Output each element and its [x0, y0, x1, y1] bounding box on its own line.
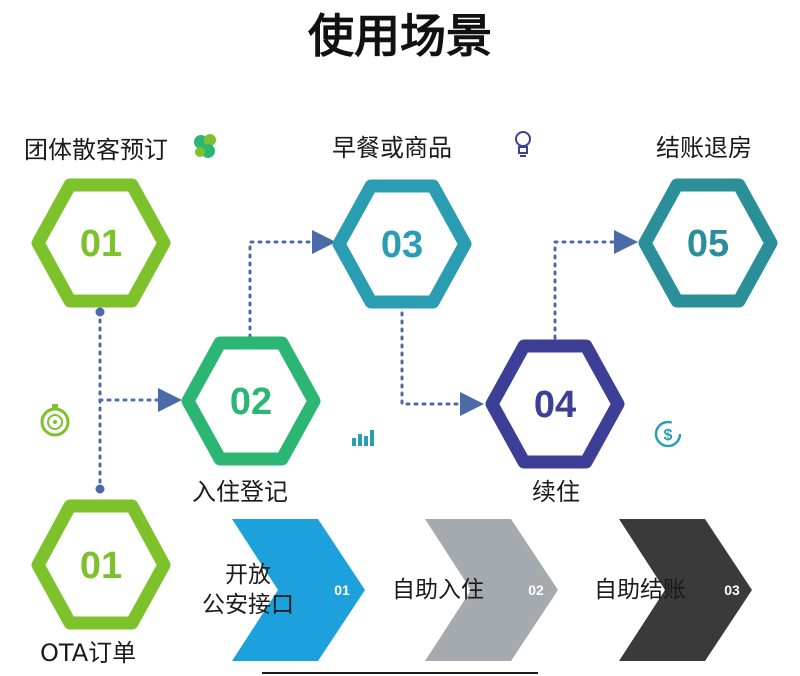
step-01-booking: 团体散客预订 01	[24, 136, 171, 308]
step-01-ota-number: 01	[80, 545, 122, 587]
step-01-ota-hexagon	[31, 499, 171, 630]
feature-03-line1: 自助结账	[594, 577, 686, 603]
step-04-extend-stay-label: 续住	[532, 478, 580, 506]
step-02-checkin-hexagon	[181, 336, 321, 466]
stopwatch-icon	[40, 404, 70, 437]
step-05-checkout-number: 05	[687, 223, 729, 265]
step-02-checkin: 02 入住登记	[181, 336, 321, 506]
step-05-checkout: 结账退房 05	[638, 134, 778, 308]
step-04-extend-stay-number: 04	[534, 384, 576, 426]
feature-01-chevron	[232, 519, 365, 661]
feature-01-tag: 01	[334, 582, 350, 598]
page-title: 使用场景	[308, 9, 492, 63]
step-02-checkin-label: 入住登记	[192, 478, 288, 506]
feature-02-line1: 自助入住	[392, 577, 484, 603]
step-01-booking-hexagon	[31, 178, 171, 308]
step-01-ota-label: OTA订单	[40, 639, 136, 667]
step-01-booking-label: 团体散客预订	[24, 136, 168, 164]
feature-03-tag: 03	[724, 582, 740, 598]
step-05-checkout-hexagon	[638, 178, 778, 308]
feature-self-checkin: 自助入住 02	[392, 519, 558, 661]
feature-02-chevron	[425, 519, 558, 661]
connector-02-to-03	[248, 230, 336, 339]
svg-text:$: $	[664, 427, 673, 444]
feature-police-interface: 开放 公安接口 01	[202, 519, 365, 661]
dollar-refresh-icon: $	[654, 420, 682, 448]
connector-04-to-05	[553, 230, 638, 340]
step-05-checkout-label: 结账退房	[656, 134, 752, 162]
connectors	[98, 230, 638, 490]
feature-01-line2: 公安接口	[202, 592, 294, 618]
step-03-breakfast-number: 03	[381, 224, 423, 266]
connector-03-to-04	[400, 303, 484, 416]
connector-dot-top	[95, 307, 105, 317]
step-01-ota: 01 OTA订单	[31, 499, 171, 667]
leaf-icon	[194, 134, 216, 158]
step-03-breakfast-label: 早餐或商品	[332, 134, 452, 162]
step-03-breakfast: 早餐或商品 03	[332, 134, 472, 309]
feature-03-chevron	[619, 519, 752, 661]
step-04-extend-stay: 04 续住	[485, 339, 625, 506]
feature-self-checkout: 自助结账 03	[594, 519, 752, 661]
feature-01-line1: 开放	[225, 562, 271, 588]
step-03-breakfast-hexagon	[332, 179, 472, 309]
step-02-checkin-number: 02	[230, 381, 272, 423]
bar-chart-icon	[352, 430, 374, 446]
connector-dot-bottom	[95, 484, 105, 494]
feature-02-tag: 02	[528, 582, 544, 598]
lightbulb-icon	[515, 131, 531, 157]
step-01-booking-number: 01	[80, 223, 122, 265]
step-04-extend-stay-hexagon	[485, 339, 625, 469]
